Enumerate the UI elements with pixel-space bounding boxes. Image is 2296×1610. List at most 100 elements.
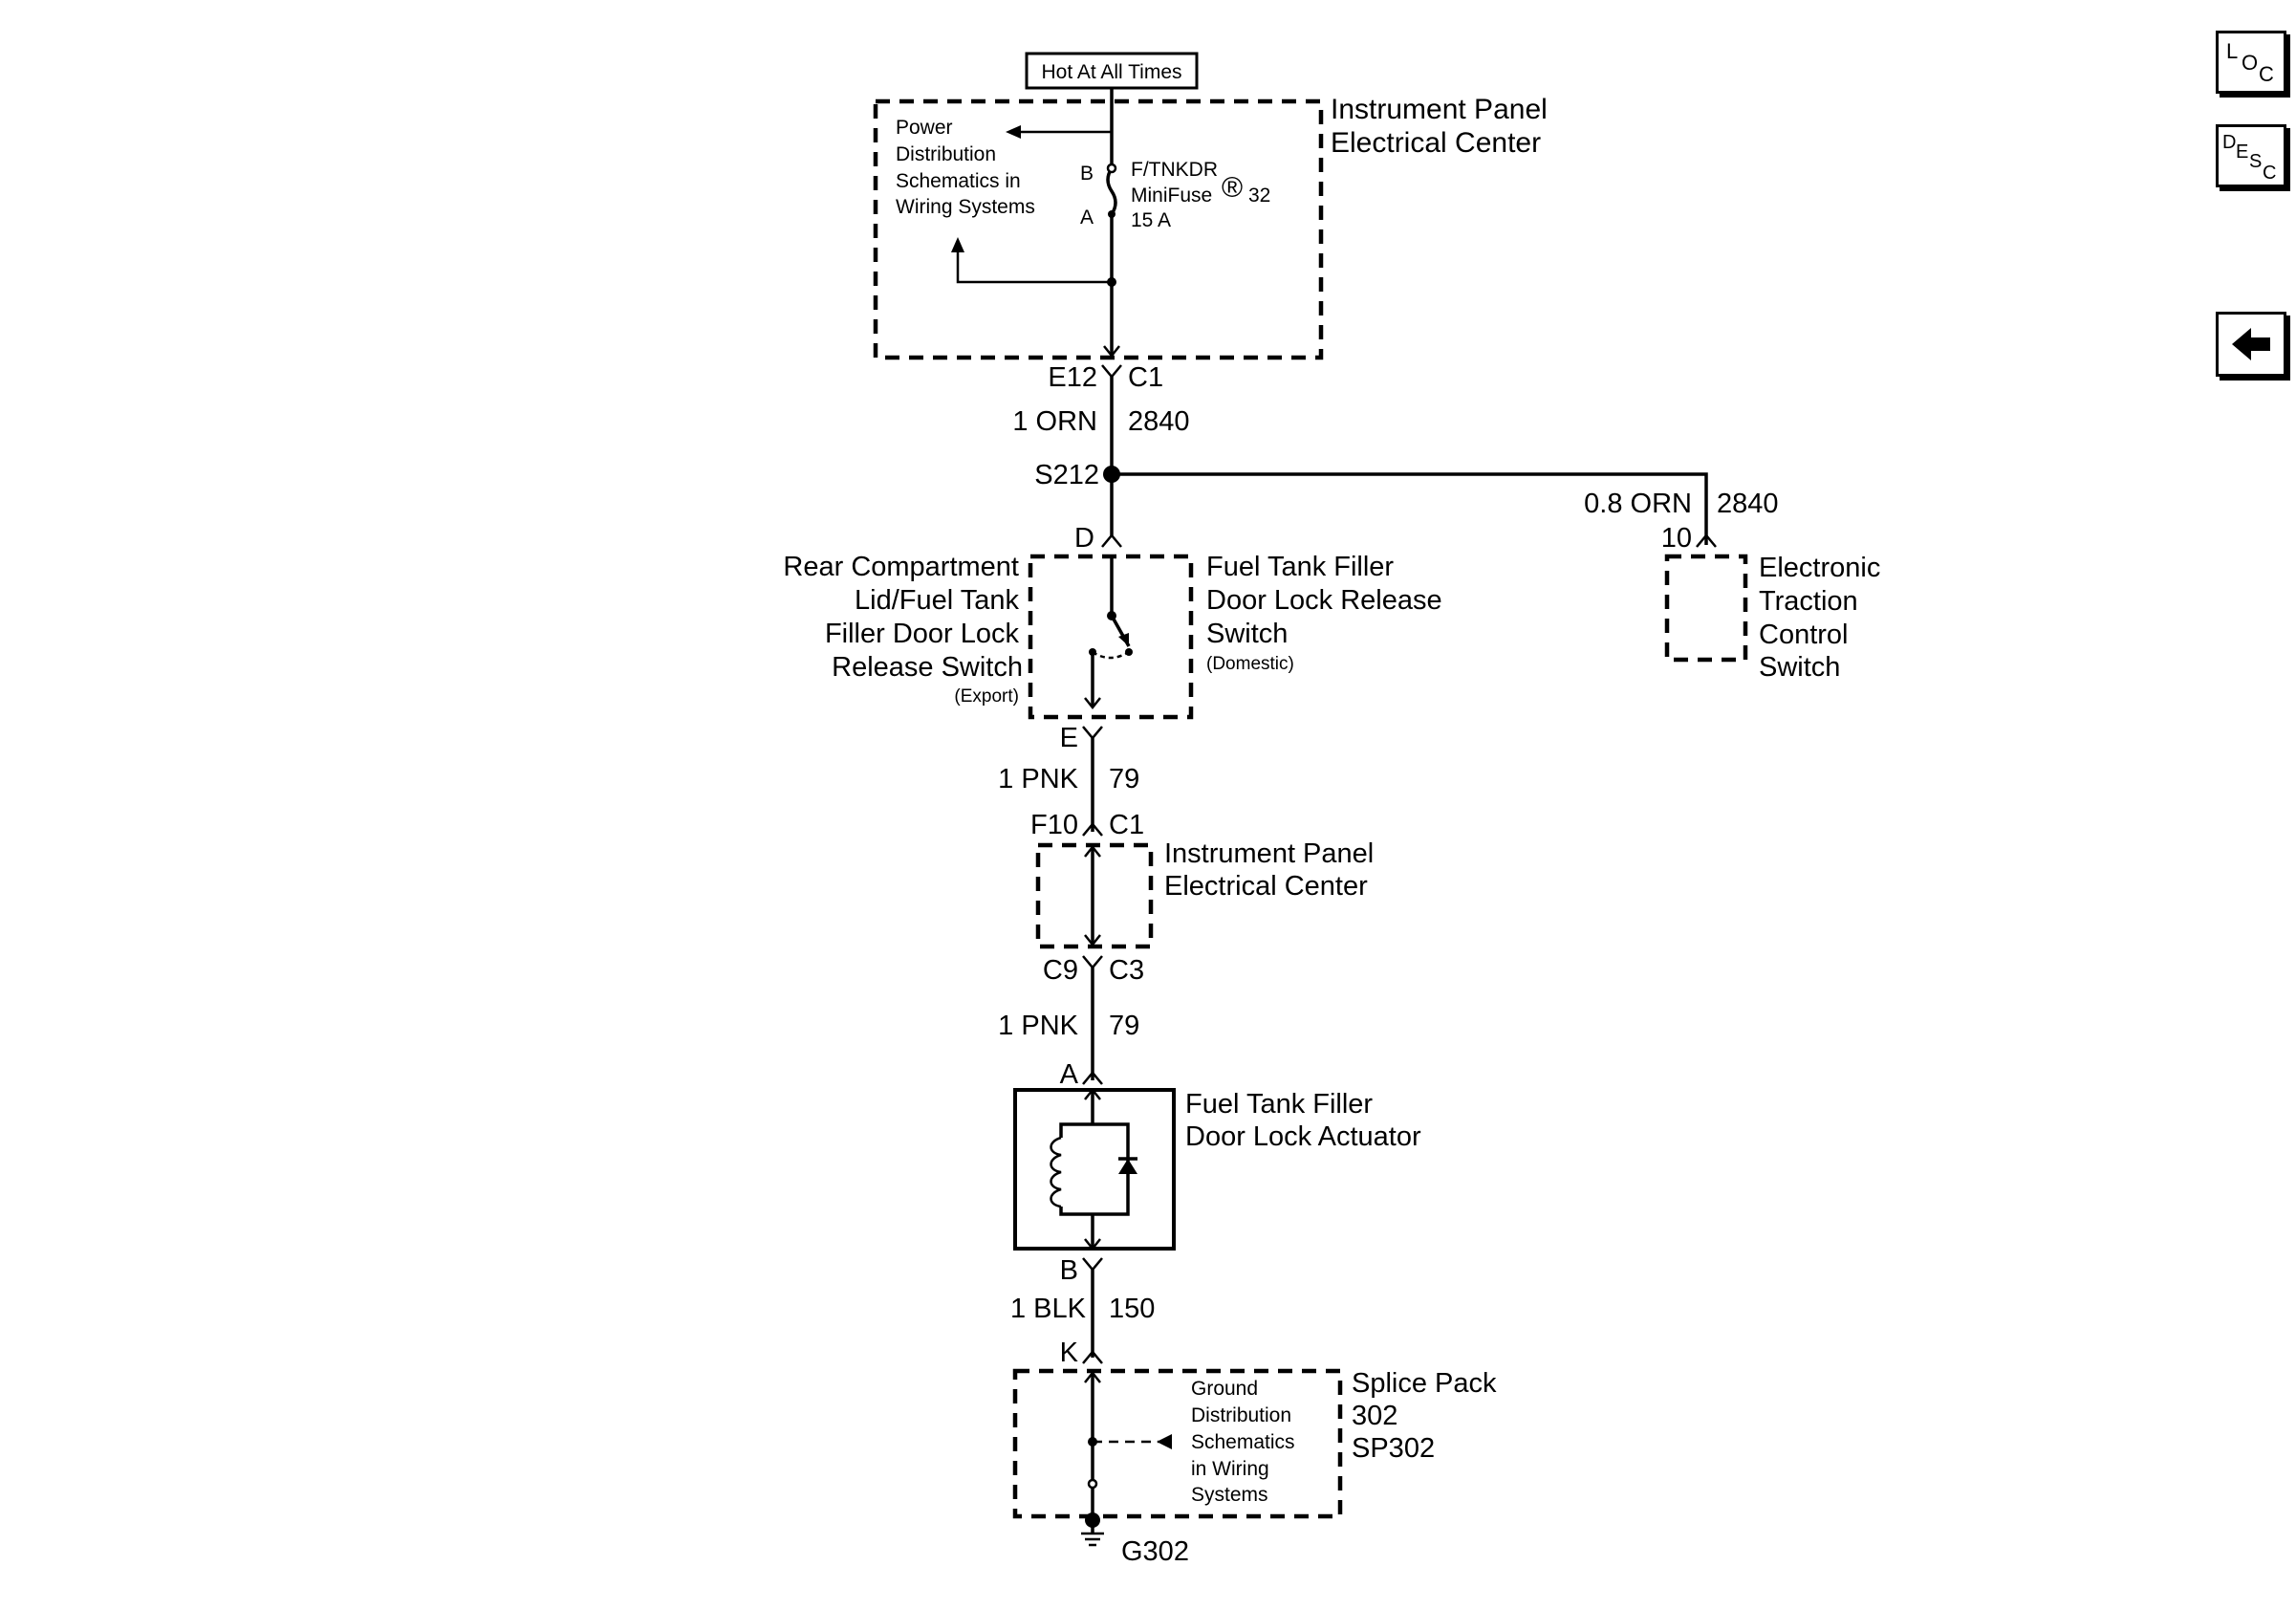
ipec-top-outline [873,98,1324,360]
fuse-name: F/TNKDR [1131,159,1218,181]
conn-c9-left: C9 [1043,955,1078,986]
branch-wire-orn-2840 [1112,472,1708,545]
location-glyph: L O C [2226,39,2274,86]
wire1-size-color: 1 ORN [1012,406,1097,437]
loc-letter-c: C [2259,62,2274,86]
conn-f10-right: C1 [1109,810,1144,840]
power-dist-return-line [956,250,1112,284]
pin-k-symbol [1082,1350,1103,1364]
fuse-symbol [1106,167,1117,215]
location-button[interactable]: L O C [2216,31,2286,94]
conn-e12-left: E12 [1048,362,1097,393]
actuator-diode-triangle [1118,1159,1137,1174]
pin-e-symbol [1082,726,1103,740]
conn-e12-right: C1 [1128,362,1163,393]
export-switch-note: (Export) [954,686,1019,707]
pin-k-label: K [1060,1338,1079,1368]
pin-d-symbol [1101,533,1122,548]
export-switch-label-3: Filler Door Lock [825,619,1020,649]
fuse-registered-mark: ® [1222,172,1243,204]
wire4-circuit: 150 [1109,1294,1155,1324]
power-dist-text-2: Distribution [896,143,996,165]
pin-e-label: E [1060,723,1078,753]
ipec-top-exit-arrow [1103,345,1120,359]
description-button[interactable]: D E S C [2216,124,2286,187]
actuator-outline [1013,1088,1176,1251]
etc-pin-symbol [1696,533,1717,548]
power-dist-text-3: Schematics in [896,170,1021,192]
wire3-size-color: 1 PNK [998,1011,1078,1041]
pin-a-symbol [1082,1071,1103,1085]
power-dist-text-4: Wiring Systems [896,196,1035,218]
desc-letter-d: D [2222,132,2236,153]
pin-a-label: A [1060,1059,1079,1090]
back-arrow-icon [2232,328,2270,360]
actuator-label-1: Fuel Tank Filler [1185,1089,1373,1120]
back-button[interactable] [2216,312,2286,377]
pin-b-label: B [1060,1255,1078,1286]
conn-e12-symbol [1101,364,1122,379]
actuator-coil-top [1059,1122,1093,1138]
ground-dist-text-4: in Wiring [1191,1458,1269,1480]
branch-wire-size-color: 0.8 ORN [1584,489,1692,519]
conn-f10-symbol [1082,822,1103,837]
loc-letter-l: L [2226,39,2238,63]
fuse-number: 32 [1248,185,1270,207]
export-switch-label-2: Lid/Fuel Tank [855,585,1019,616]
domestic-switch-label-1: Fuel Tank Filler [1206,552,1394,582]
etc-switch-label-3: Control [1759,620,1849,650]
domestic-switch-label-3: Switch [1206,619,1288,649]
etc-switch-label-4: Switch [1759,652,1840,683]
splice-pack-outline [1012,1368,1343,1519]
switch-mechanical-link [1092,650,1130,660]
export-switch-label-4: Release Switch [832,652,1023,683]
fuse-type: MiniFuse [1131,185,1212,207]
ground-dist-arrow [1157,1434,1172,1449]
fuse-pin-a: A [1080,207,1094,228]
loc-letter-o: O [2242,51,2258,75]
switch-exit-arrow [1084,697,1101,710]
actuator-entry-arrow [1084,1087,1101,1100]
conn-f10-left: F10 [1030,810,1078,840]
ground-dist-text-2: Distribution [1191,1404,1291,1426]
ground-dist-text-1: Ground [1191,1378,1258,1400]
etc-switch-label-1: Electronic [1759,553,1880,583]
fuse-pin-b: B [1080,163,1094,185]
ipec-mid-title-2: Electrical Center [1164,871,1368,902]
ipec-mid-outline [1035,842,1154,949]
splice-pack-entry-arrow [1084,1370,1101,1383]
fuse-pin-b-dot [1106,163,1117,174]
ground-label: G302 [1121,1536,1189,1567]
power-dist-text-1: Power [896,117,953,139]
power-dist-return-arrow [951,237,964,252]
description-glyph: D E S C [2222,132,2276,184]
ipec-mid-exit-arrow [1084,934,1101,947]
conn-c9-symbol [1082,955,1103,969]
desc-letter-s: S [2249,151,2262,172]
desc-letter-c: C [2263,163,2276,184]
wire2-circuit: 79 [1109,764,1139,794]
splice-pack-label-1: Splice Pack [1352,1368,1497,1399]
splice-s212-label: S212 [1034,460,1099,490]
splice-pack-terminal [1087,1478,1098,1490]
desc-letter-e: E [2236,141,2248,163]
actuator-label-2: Door Lock Actuator [1185,1121,1421,1152]
wire2-size-color: 1 PNK [998,764,1078,794]
pin-d-label: D [1074,523,1094,554]
branch-wire-circuit: 2840 [1717,489,1779,519]
ipec-top-title-2: Electrical Center [1331,127,1541,159]
fuse-rating: 15 A [1131,209,1171,231]
domestic-switch-note: (Domestic) [1206,654,1294,674]
wire1-circuit: 2840 [1128,406,1190,437]
ipec-top-title-1: Instrument Panel [1331,94,1548,125]
domestic-switch-label-2: Door Lock Release [1206,585,1442,616]
export-switch-label-1: Rear Compartment [783,552,1019,582]
splice-pack-label-3: SP302 [1352,1433,1435,1464]
power-dist-arrow-head [1006,125,1021,139]
hot-at-all-times-label: Hot At All Times [1041,61,1181,83]
actuator-exit-arrow [1084,1238,1101,1251]
conn-c9-right: C3 [1109,955,1144,986]
wire3-circuit: 79 [1109,1011,1139,1041]
branch-wire-pin: 10 [1661,523,1692,554]
